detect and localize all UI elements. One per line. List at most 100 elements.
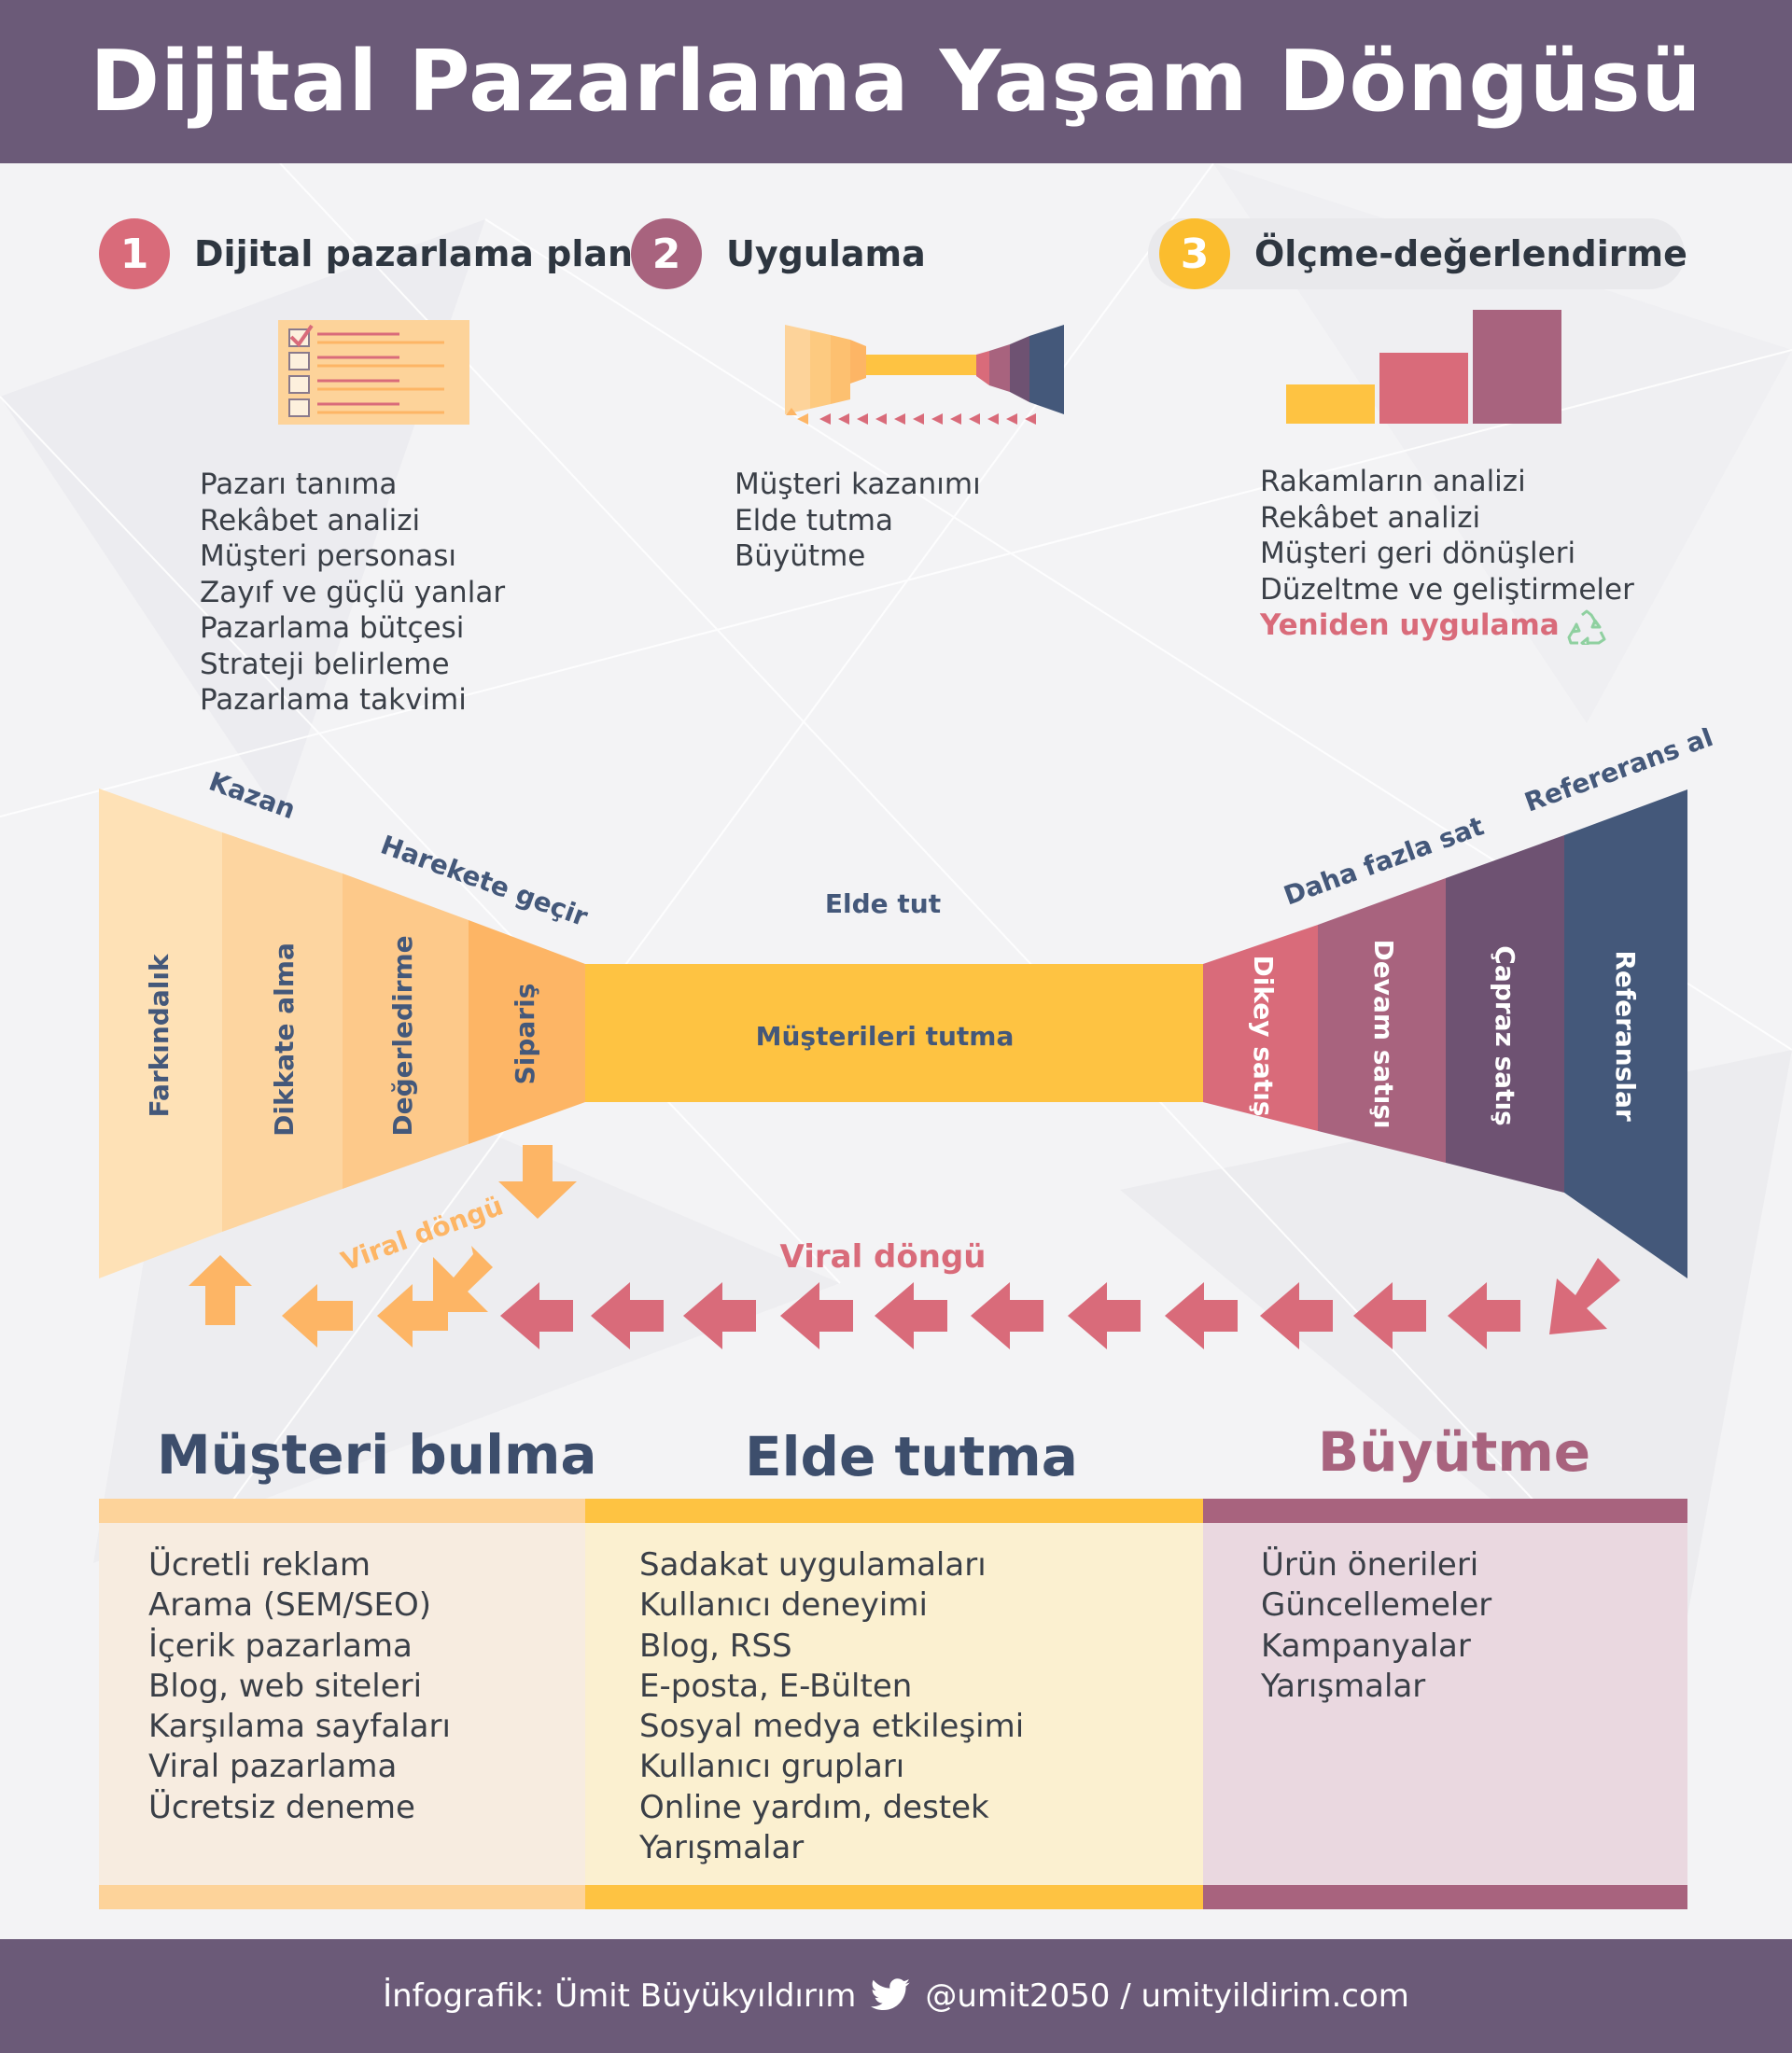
step3-list: Rakamların analizi Rekâbet analizi Müşte…	[1260, 464, 1634, 645]
stage-label: Sipariş	[510, 984, 540, 1085]
stage-dikey-satis	[1203, 925, 1318, 1131]
list-item: Blog, RSS	[639, 1627, 792, 1665]
down-arrow-icon	[498, 1145, 577, 1219]
list-item: Online yardım, destek	[639, 1788, 989, 1826]
step1-title: Dijital pazarlama planı	[194, 233, 646, 274]
viral-loop-label: Viral döngü	[779, 1238, 986, 1276]
recycle-icon	[1567, 609, 1606, 645]
column3-box	[1203, 1523, 1687, 1885]
bar-chart-icon	[1286, 310, 1561, 424]
list-item: Kampanyalar	[1261, 1627, 1471, 1665]
left-arrow-icon	[1260, 1282, 1333, 1349]
stage-label: Değerledirme	[387, 935, 418, 1136]
stage-farkindalik	[99, 789, 222, 1278]
footer-handle[interactable]: @umit2050 / umityildirim.com	[925, 1977, 1409, 2015]
up-arrow-icon	[189, 1255, 252, 1325]
section-title-musteri-bulma: Müşteri bulma	[157, 1423, 597, 1487]
lifecycle-funnel-diagram: Farkındalık Dikkate alma Değerledirme Si…	[99, 728, 1717, 1349]
list-item: Düzeltme ve geliştirmeler	[1260, 572, 1634, 607]
list-item: Yarışmalar	[1261, 1667, 1426, 1705]
list-item: Büyütme	[735, 539, 866, 573]
list-item: Güncellemeler	[1261, 1586, 1492, 1625]
list-item: Ürün önerileri	[1261, 1546, 1479, 1584]
section-title-buyutme: Büyütme	[1318, 1420, 1591, 1484]
list-item: Rekâbet analizi	[200, 503, 421, 538]
list-item: Kullanıcı grupları	[639, 1748, 905, 1786]
reapply-label: Yeniden uygulama	[1260, 608, 1560, 642]
list-item: Pazarlama takvimi	[200, 683, 467, 717]
column1-top-bar	[99, 1499, 585, 1523]
stage-siparis	[469, 920, 585, 1144]
column1-box	[99, 1523, 585, 1885]
left-arrow-icon	[1353, 1282, 1426, 1349]
diagonal-arrow-icon	[1549, 1258, 1620, 1334]
stage-label: Referanslar	[1610, 950, 1641, 1122]
column3-list: Ürün önerileri Güncellemeler Kampanyalar…	[1261, 1545, 1491, 1707]
step1-list: Pazarı tanıma Rekâbet analizi Müşteri pe…	[200, 467, 505, 719]
stage-label: Dikkate alma	[269, 943, 300, 1137]
stage-capraz-satis	[1446, 835, 1564, 1193]
stage-devam-satisi	[1318, 878, 1446, 1163]
step3-header: 3 Ölçme-değerlendirme	[1159, 218, 1687, 289]
list-item: Müşteri kazanımı	[735, 468, 981, 501]
diagonal-arrow-icon	[433, 1246, 493, 1312]
twitter-bird-icon[interactable]	[869, 1978, 912, 2014]
step3-title: Ölçme-değerlendirme	[1254, 233, 1687, 274]
left-arrow-icon	[500, 1282, 573, 1349]
left-arrow-icon	[1165, 1282, 1238, 1349]
step2-list: Müşteri kazanımı Elde tutma Büyütme	[735, 467, 981, 575]
step2-title: Uygulama	[726, 233, 926, 274]
list-item: Ücretsiz deneme	[148, 1788, 415, 1826]
checklist-icon	[278, 320, 469, 425]
list-item: Ücretli reklam	[148, 1546, 371, 1584]
list-item: Rekâbet analizi	[1260, 500, 1481, 535]
left-arrow-icon	[875, 1282, 947, 1349]
column2-top-bar	[585, 1499, 1203, 1523]
list-item: Pazarlama bütçesi	[200, 611, 465, 645]
list-item: Müşteri personası	[200, 539, 457, 573]
step3-title-pill	[1148, 218, 1685, 289]
left-arrow-icon	[1068, 1282, 1141, 1349]
list-item: Strateji belirleme	[200, 647, 450, 681]
column3-top-bar	[1203, 1499, 1687, 1523]
label-referans-al: Refererans al	[1520, 728, 1717, 818]
step3-number-badge: 3	[1159, 218, 1230, 289]
column2-list: Sadakat uygulamaları Kullanıcı deneyimi …	[639, 1545, 1024, 1868]
stage-label: Dikey satış	[1248, 956, 1279, 1117]
label-kazan: Kazan	[205, 766, 300, 826]
left-arrow-icon	[971, 1282, 1043, 1349]
stage-label: Devam satışı	[1368, 939, 1399, 1128]
column1-list: Ücretli reklam Arama (SEM/SEO) İçerik pa…	[148, 1545, 451, 1828]
step1-header: 1 Dijital pazarlama planı	[99, 218, 645, 289]
list-item: Karşılama sayfaları	[148, 1708, 451, 1746]
list-item: İçerik pazarlama	[148, 1627, 413, 1665]
reapply-item: Yeniden uygulama	[1260, 608, 1634, 645]
list-item: Sosyal medya etkileşimi	[639, 1708, 1025, 1746]
list-item: Elde tutma	[735, 503, 893, 538]
column1-bottom-bar	[99, 1885, 585, 1909]
left-arrow-icon	[1448, 1282, 1520, 1349]
stage-dikkate-alma	[222, 832, 343, 1232]
footer-credit: İnfografik: Ümit Büyükyıldırım	[383, 1977, 857, 2015]
list-item: Müşteri geri dönüşleri	[1260, 537, 1576, 570]
list-item: Zayıf ve güçlü yanlar	[200, 575, 506, 609]
step2-number-badge: 2	[631, 218, 702, 289]
list-item: Kullanıcı deneyimi	[639, 1586, 928, 1625]
list-item: E-posta, E-Bülten	[639, 1667, 913, 1705]
left-arrow-icon	[282, 1284, 353, 1348]
step2-header: 2 Uygulama	[631, 218, 926, 289]
list-item: Pazarı tanıma	[200, 468, 398, 501]
list-item: Blog, web siteleri	[148, 1667, 423, 1705]
column2-bottom-bar	[585, 1885, 1203, 1909]
column3-bottom-bar	[1203, 1885, 1687, 1909]
step1-number-badge: 1	[99, 218, 170, 289]
column2-box	[585, 1523, 1203, 1885]
section-title-elde-tutma: Elde tutma	[745, 1425, 1078, 1488]
stage-referanslar	[1564, 789, 1687, 1278]
header-banner: Dijital Pazarlama Yaşam Döngüsü	[0, 0, 1792, 163]
list-item: Yarışmalar	[639, 1829, 805, 1867]
stage-musterileri-tutma	[585, 964, 1203, 1102]
stage-label: Çapraz satış	[1490, 945, 1520, 1125]
left-arrow-icon	[780, 1282, 853, 1349]
left-arrow-icon	[377, 1284, 448, 1348]
